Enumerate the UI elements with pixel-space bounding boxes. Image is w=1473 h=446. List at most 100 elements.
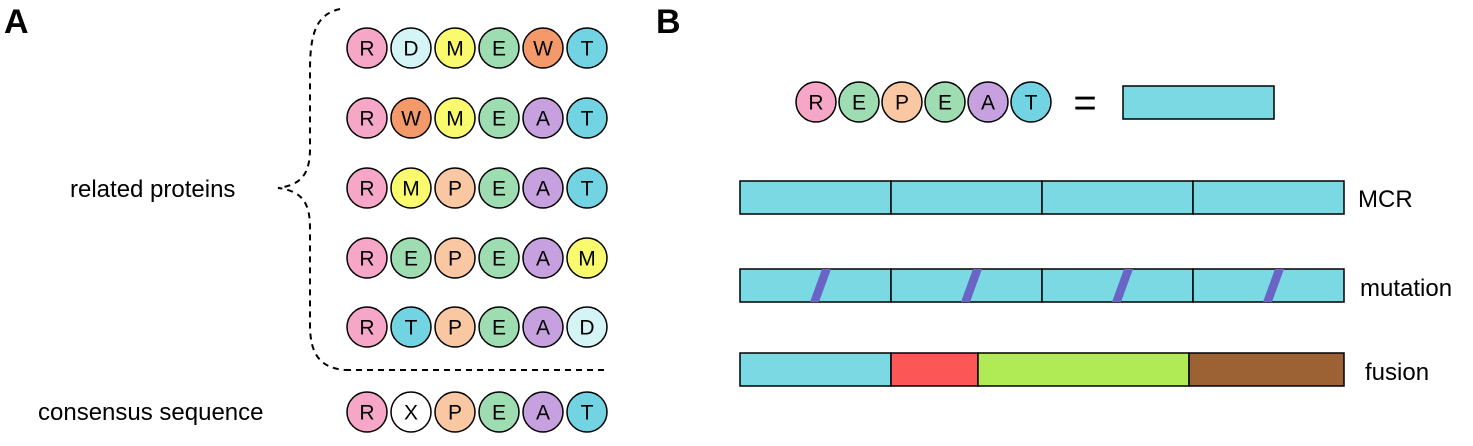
residue-letter: P [895, 92, 909, 115]
residue-letter: E [492, 248, 506, 271]
residue-circle [566, 27, 608, 69]
residue-letter: T [405, 317, 418, 340]
residue-letter: T [581, 38, 594, 61]
residue-circle [566, 237, 608, 279]
residue-letter: R [359, 317, 374, 340]
residue-circle [434, 237, 476, 279]
mutation-stripe [1112, 269, 1133, 302]
residue-circle [434, 306, 476, 348]
residue-letter: A [536, 248, 550, 271]
residue-circle [967, 81, 1009, 123]
repeat-segment [739, 180, 892, 215]
residue-circle [346, 306, 388, 348]
residue-circle [522, 306, 564, 348]
fusion-green-domain [977, 352, 1190, 387]
related-proteins-label: related proteins [70, 176, 235, 203]
residue-letter: T [581, 402, 594, 425]
residue-circle [478, 237, 520, 279]
mutation-stripe [1263, 269, 1284, 302]
residue-letter: P [448, 248, 462, 271]
residue-letter: T [581, 108, 594, 131]
residue-circle [478, 306, 520, 348]
mutation-label: mutation [1360, 275, 1452, 302]
mutation-bar [739, 268, 1345, 303]
residue-circle [390, 97, 432, 139]
fusion-repeat-segment [739, 352, 892, 387]
residue-letter: P [448, 317, 462, 340]
residue-letter: M [578, 248, 596, 271]
residue-circle [522, 237, 564, 279]
fusion-brown-domain [1188, 352, 1345, 387]
residue-circle [478, 27, 520, 69]
residue-circle [434, 391, 476, 433]
residue-letter: D [579, 317, 594, 340]
residue-letter: W [533, 38, 553, 61]
residue-circle [346, 97, 388, 139]
residue-letter: R [359, 248, 374, 271]
residue-letter: P [448, 178, 462, 201]
residue-letter: M [402, 178, 420, 201]
residue-circle [924, 81, 966, 123]
fusion-red-domain [890, 352, 979, 387]
fusion-bar [739, 352, 1345, 387]
residue-letter: A [536, 178, 550, 201]
residue-letter: W [401, 108, 421, 131]
mcr-bar [739, 180, 1345, 215]
residue-letter: E [492, 317, 506, 340]
residue-letter: E [492, 178, 506, 201]
residue-circle [522, 391, 564, 433]
residue-circle [390, 27, 432, 69]
residue-circle [566, 306, 608, 348]
residue-letter: A [536, 317, 550, 340]
residue-circle [566, 97, 608, 139]
residue-circle [390, 167, 432, 209]
residue-letter: X [404, 402, 418, 425]
residue-circle [566, 391, 608, 433]
residue-letter: M [446, 108, 464, 131]
residue-letter: D [403, 38, 418, 61]
residue-letter: A [981, 92, 995, 115]
residue-letter: T [581, 178, 594, 201]
residue-circle [346, 167, 388, 209]
residue-circle [478, 97, 520, 139]
related-proteins-brace [277, 8, 346, 371]
residue-circle [566, 167, 608, 209]
residue-letter: R [359, 178, 374, 201]
mutation-stripe [961, 269, 982, 302]
mcr-label: MCR [1358, 186, 1413, 213]
residue-circle [390, 237, 432, 279]
consensus-sequence-label: consensus sequence [38, 399, 264, 426]
residue-letter: E [404, 248, 418, 271]
residue-circle [795, 81, 837, 123]
residue-letter: M [446, 38, 464, 61]
residue-circle [522, 27, 564, 69]
residue-circle [881, 81, 923, 123]
residue-letter: R [359, 108, 374, 131]
residue-circle [346, 237, 388, 279]
residue-circle [478, 391, 520, 433]
repeat-segment [1041, 180, 1194, 215]
panel-a-label: A [4, 3, 29, 41]
mutation-stripe [810, 269, 831, 302]
residue-letter: A [536, 108, 550, 131]
residue-letter: P [448, 402, 462, 425]
residue-letter: E [492, 108, 506, 131]
residue-circle [434, 97, 476, 139]
residue-circle [346, 391, 388, 433]
residue-letter: T [1025, 92, 1038, 115]
residue-letter: E [492, 38, 506, 61]
residue-circle [838, 81, 880, 123]
residue-letter: R [808, 92, 823, 115]
residue-circle [346, 27, 388, 69]
repeat-unit-bar [1122, 85, 1275, 120]
residue-circle [390, 306, 432, 348]
